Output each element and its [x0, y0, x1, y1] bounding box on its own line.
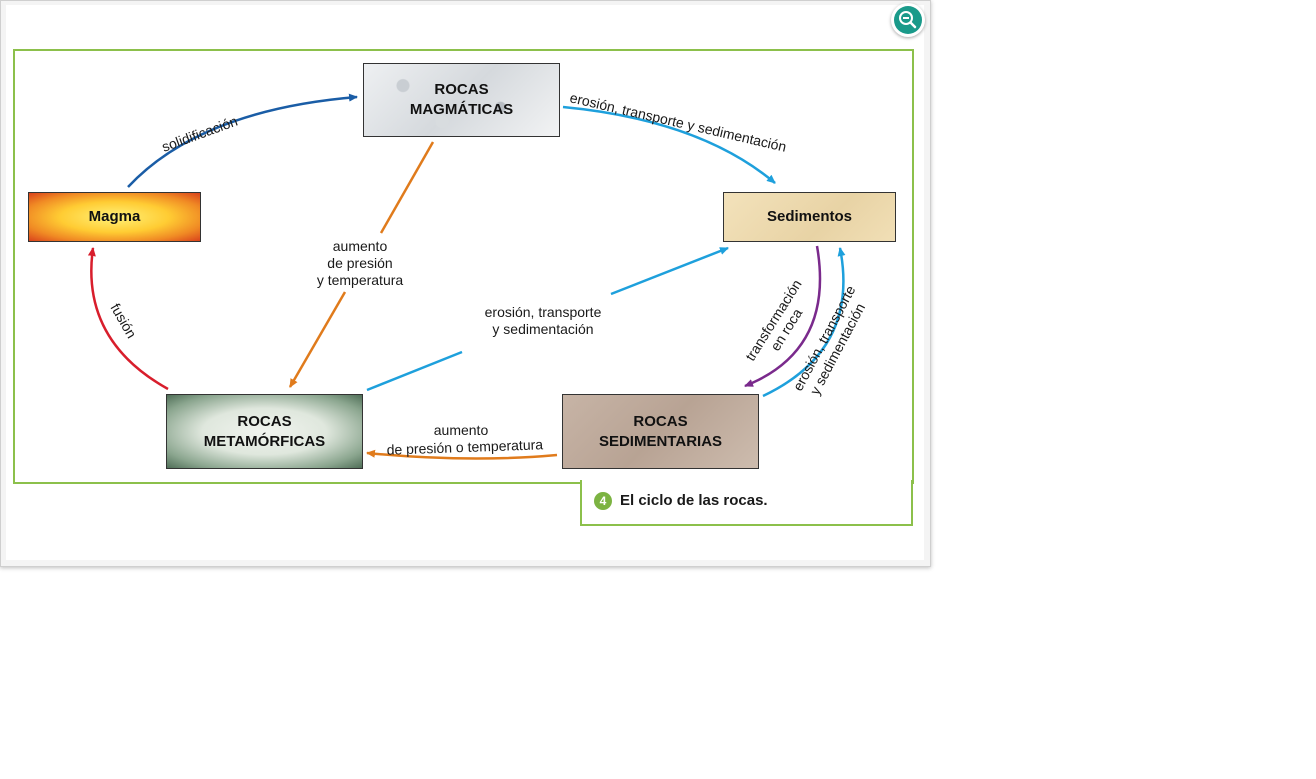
zoom-out-button[interactable]	[891, 3, 925, 37]
node-sedimentos: Sedimentos	[723, 192, 896, 242]
node-rocas-metamorficas: ROCAS METAMÓRFICAS	[166, 394, 363, 469]
label-solidificacion: solidificación	[160, 113, 240, 155]
node-rocas-metamorficas-label: ROCAS METAMÓRFICAS	[203, 412, 326, 450]
label-aumento-bottom-2: de presión o temperatura	[386, 436, 543, 457]
node-rocas-sedimentarias-label: ROCAS SEDIMENTARIAS	[598, 412, 723, 450]
node-magma: Magma	[28, 192, 201, 242]
caption-number-badge: 4	[594, 492, 612, 510]
arrow-erosion-right	[762, 247, 846, 398]
label-aumento-1: aumento	[333, 238, 388, 254]
arrow-fusion	[87, 247, 169, 391]
label-erosion-mid-1: erosión, transporte	[485, 304, 602, 320]
rock-cycle-diagram: solidificación erosión, transporte y sed…	[87, 89, 868, 460]
label-aumento-2: de presión	[327, 255, 392, 271]
arrow-aumento-bottom	[366, 449, 558, 460]
label-aumento-3: y temperatura	[317, 272, 404, 288]
arrow-transformacion	[744, 245, 822, 388]
arrow-solidificacion	[127, 93, 358, 188]
label-fusion: fusión	[107, 301, 140, 341]
arrow-aumento-diagonal-a	[379, 141, 435, 234]
arrow-erosion-mid-b	[610, 246, 729, 296]
node-rocas-magmaticas-label: ROCAS MAGMÁTICAS	[409, 81, 514, 118]
node-rocas-magmaticas: ROCAS MAGMÁTICAS	[363, 63, 560, 137]
arrow-erosion-mid-a	[366, 350, 463, 392]
node-rocas-sedimentarias: ROCAS SEDIMENTARIAS	[562, 394, 759, 469]
figure-caption: 4 El ciclo de las rocas.	[580, 480, 913, 526]
caption-text: El ciclo de las rocas.	[620, 492, 768, 509]
zoom-out-icon	[894, 6, 922, 34]
label-erosion-top: erosión, transporte y sedimentación	[568, 89, 788, 154]
diagram-frame	[13, 49, 914, 484]
arrow-erosion-top	[562, 105, 776, 184]
label-erosion-mid-2: y sedimentación	[492, 321, 593, 337]
label-aumento-bottom-1: aumento	[434, 422, 489, 438]
node-magma-label: Magma	[88, 208, 141, 225]
node-sedimentos-label: Sedimentos	[766, 208, 853, 225]
arrow-aumento-diagonal-b	[288, 291, 347, 388]
